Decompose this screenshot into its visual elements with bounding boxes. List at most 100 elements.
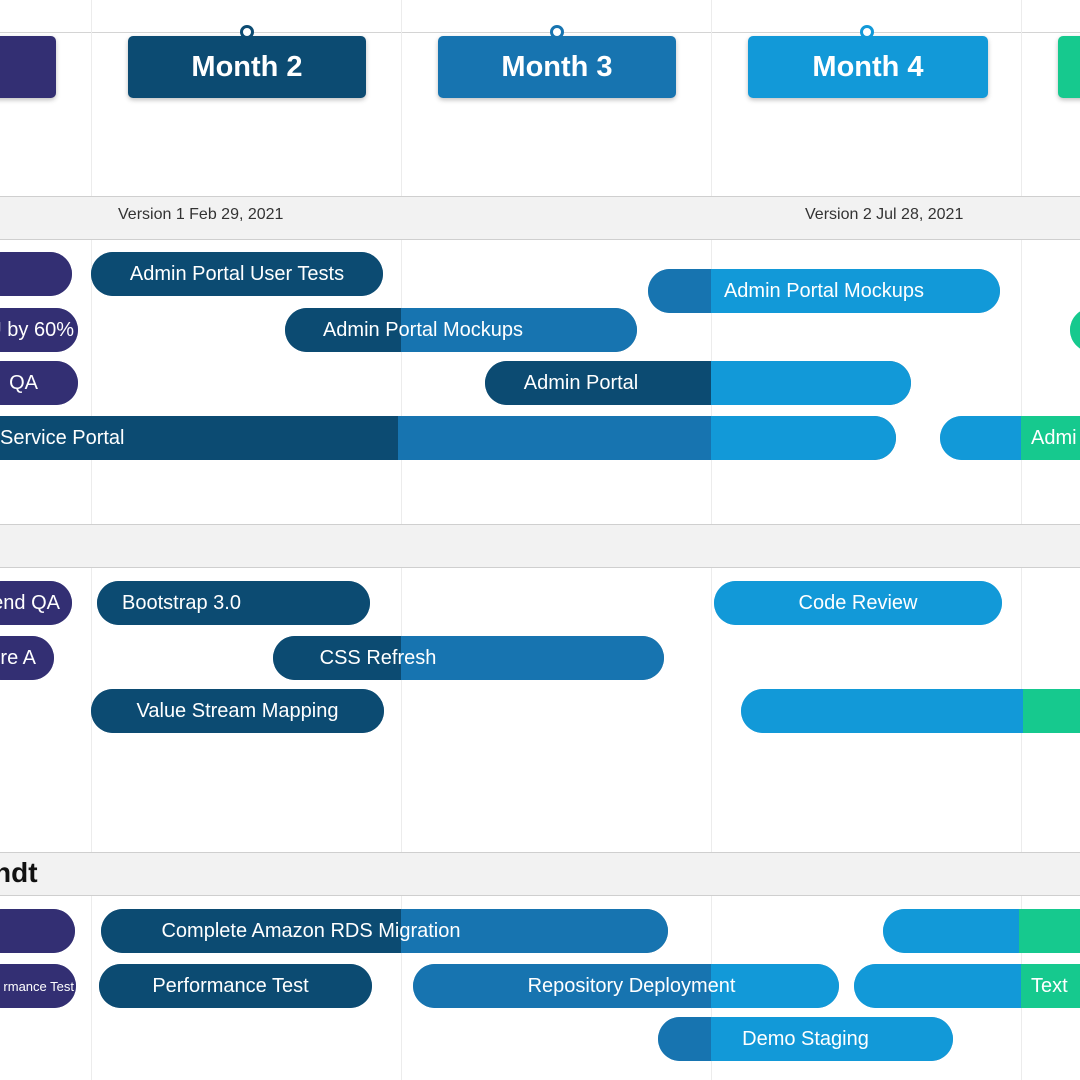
task-bar[interactable]: QA (0, 361, 78, 405)
task-bar[interactable]: Performance Test (99, 964, 372, 1008)
bar-segment (101, 909, 401, 953)
bar-segment (0, 909, 75, 953)
bar-segment (711, 361, 911, 405)
bar-segment (658, 1017, 711, 1061)
bar-segment (1070, 308, 1080, 352)
version-2-label: Version 2 Jul 28, 2021 (805, 206, 964, 223)
bar-segment (0, 361, 78, 405)
section-band-1 (0, 196, 1080, 240)
task-bar[interactable]: Code Review (714, 581, 1002, 625)
task-bar[interactable] (883, 909, 1080, 953)
month-3-header[interactable]: Month 3 (438, 36, 676, 98)
task-bar-label (741, 689, 1080, 733)
task-bar-label: Complete Amazon RDS Migration (161, 919, 461, 942)
task-bar-label (1070, 308, 1080, 352)
task-bar[interactable]: Bootstrap 3.0 (97, 581, 370, 625)
timeline-top-line (0, 32, 1080, 33)
version-1-label: Version 1 Feb 29, 2021 (118, 206, 284, 223)
bar-segment (91, 689, 384, 733)
task-bar-label: Admin Portal Mockups (723, 279, 925, 302)
task-bar[interactable] (1070, 308, 1080, 352)
month-label: Month 3 (501, 50, 613, 83)
task-bar[interactable] (741, 689, 1080, 733)
month-5-header[interactable] (1058, 36, 1080, 98)
task-bar-label: Admin Portal Mockups (322, 318, 524, 341)
task-bar[interactable] (0, 909, 75, 953)
bar-segment (1023, 689, 1080, 733)
bar-segment (485, 361, 711, 405)
milestone-dot (860, 25, 874, 39)
bar-segment (413, 964, 711, 1008)
bar-segment (711, 1017, 953, 1061)
milestone-dot (240, 25, 254, 39)
task-bar-label: Code Review (798, 591, 918, 614)
section-band-2 (0, 524, 1080, 568)
bar-segment (711, 269, 1000, 313)
task-bar-label (0, 909, 75, 953)
section-title: ndt (0, 857, 38, 888)
task-bar[interactable] (0, 252, 72, 296)
task-bar-label: Admin Portal User Tests (129, 262, 345, 285)
task-bar-label: Text (1031, 974, 1068, 997)
bar-segment (91, 252, 383, 296)
task-bar[interactable]: Value Stream Mapping (91, 689, 384, 733)
bar-segment (401, 636, 664, 680)
bar-segment (1021, 964, 1080, 1008)
task-bar-label: Repository Deployment (527, 974, 736, 997)
task-bar[interactable]: Admin Portal Mockups (648, 269, 1000, 313)
task-bar-label: Admin Portal (523, 371, 639, 394)
task-bar[interactable]: end QA (0, 581, 72, 625)
bar-segment (883, 909, 1019, 953)
task-bar[interactable]: Text (854, 964, 1080, 1008)
bar-segment (1019, 909, 1080, 953)
task-bar-label: Service Portal (0, 426, 125, 449)
bar-segment (714, 581, 1002, 625)
bar-segment (99, 964, 372, 1008)
bar-segment (0, 416, 398, 460)
bar-segment (401, 308, 637, 352)
task-bar[interactable]: CSS Refresh (273, 636, 664, 680)
task-bar[interactable]: Admin Portal User Tests (91, 252, 383, 296)
month-label: Month 4 (812, 50, 924, 83)
task-bar-label: rmance Test (3, 978, 74, 994)
month-1-header[interactable] (0, 36, 56, 98)
task-bar-label (0, 252, 72, 296)
task-bar-label: CSS Refresh (319, 646, 437, 669)
bar-segment (940, 416, 1021, 460)
task-bar[interactable]: Demo Staging (658, 1017, 953, 1061)
bar-segment (0, 964, 76, 1008)
task-bar-label: U by 60% (0, 318, 74, 341)
task-bar-label: QA (9, 371, 38, 394)
task-bar-label: Bootstrap 3.0 (122, 591, 241, 614)
bar-segment (273, 636, 401, 680)
bar-segment (0, 308, 78, 352)
bar-segment (285, 308, 401, 352)
task-bar[interactable]: Admin Portal (485, 361, 911, 405)
bar-segment (711, 416, 896, 460)
bar-segment (854, 964, 1021, 1008)
task-bar[interactable]: Complete Amazon RDS Migration (101, 909, 668, 953)
month-2-header[interactable]: Month 2 (128, 36, 366, 98)
month-4-header[interactable]: Month 4 (748, 36, 988, 98)
task-bar[interactable]: Repository Deployment (413, 964, 839, 1008)
task-bar-label: Demo Staging (742, 1027, 869, 1050)
task-bar[interactable]: re A (0, 636, 54, 680)
bar-segment (0, 636, 54, 680)
bar-segment (398, 416, 711, 460)
bar-segment (97, 581, 370, 625)
milestone-dot (550, 25, 564, 39)
bar-segment (711, 964, 839, 1008)
bar-segment (1021, 416, 1080, 460)
task-bar[interactable]: U by 60% (0, 308, 78, 352)
task-bar-label: end QA (0, 591, 60, 614)
bar-segment (0, 252, 72, 296)
task-bar[interactable]: Service Portal (0, 416, 896, 460)
task-bar[interactable]: Admin Portal Mockups (285, 308, 637, 352)
task-bar-label: Admi (1031, 426, 1077, 449)
bar-segment (741, 689, 1023, 733)
task-bar[interactable]: Admi (940, 416, 1080, 460)
task-bar[interactable]: rmance Test (0, 964, 76, 1008)
section-band-3 (0, 852, 1080, 896)
task-bar-label: Value Stream Mapping (136, 699, 339, 722)
